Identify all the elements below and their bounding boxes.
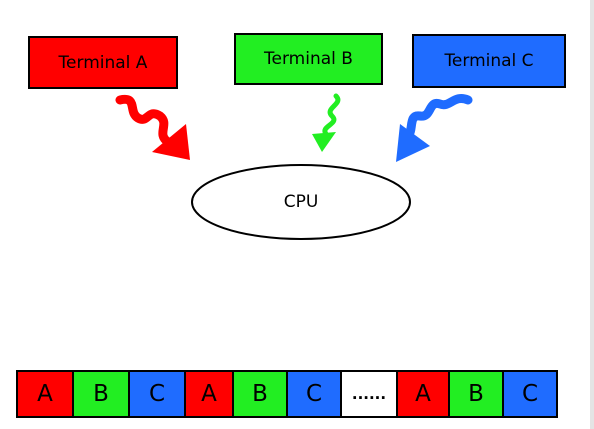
queue-cell: C <box>502 370 558 418</box>
queue-cell-label: ...... <box>351 385 387 403</box>
queue-cell: C <box>128 370 186 418</box>
queue-cell-label: A <box>201 381 217 407</box>
queue-cell-label: C <box>305 381 323 407</box>
terminal-a-label: Terminal A <box>58 52 148 73</box>
queue-cell: B <box>232 370 288 418</box>
queue-cell: A <box>184 370 234 418</box>
time-slice-queue: A B C A B C ...... A B C <box>16 370 558 418</box>
queue-cell: A <box>16 370 74 418</box>
queue-cell: A <box>396 370 450 418</box>
arrow-terminal-a-icon <box>115 94 190 160</box>
page-edge <box>590 0 594 429</box>
terminal-c-box: Terminal C <box>412 34 566 88</box>
terminal-b-box: Terminal B <box>234 33 383 85</box>
queue-cell-label: C <box>148 381 166 407</box>
terminal-c-label: Terminal C <box>444 51 534 71</box>
cpu-label: CPU <box>283 192 319 212</box>
queue-cell-label: B <box>468 381 484 407</box>
queue-cell-label: B <box>252 381 268 407</box>
terminal-b-label: Terminal B <box>264 49 353 69</box>
arrow-terminal-c-icon <box>396 94 473 162</box>
queue-cell: B <box>72 370 130 418</box>
queue-cell-label: A <box>37 381 53 407</box>
arrow-terminal-b-icon <box>312 93 341 152</box>
terminal-a-box: Terminal A <box>28 36 178 89</box>
queue-cell: C <box>286 370 342 418</box>
queue-cell-ellipsis: ...... <box>340 370 398 418</box>
cpu-ellipse <box>191 164 411 240</box>
queue-cell-label: B <box>93 381 109 407</box>
queue-cell-label: C <box>521 381 539 407</box>
queue-cell-label: A <box>415 381 431 407</box>
queue-cell: B <box>448 370 504 418</box>
cpu-node: CPU <box>190 164 412 240</box>
